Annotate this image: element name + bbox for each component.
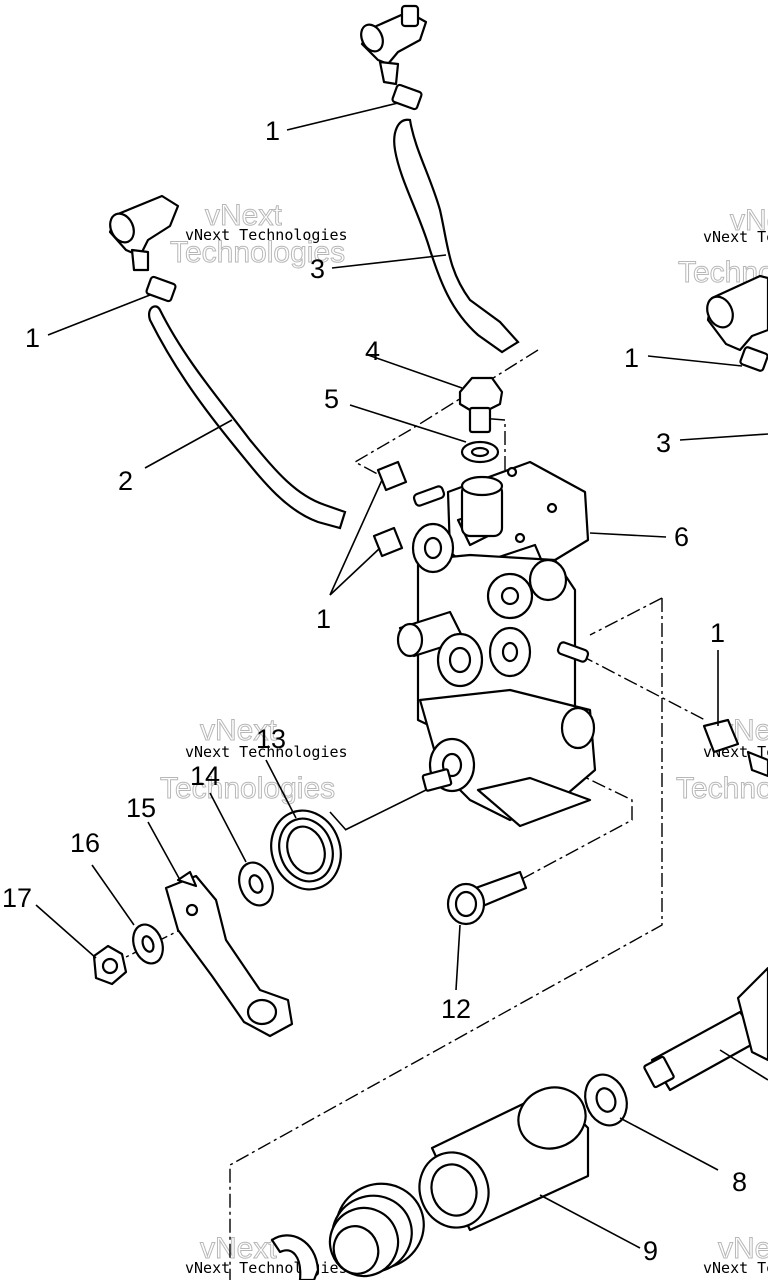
watermark-middle: vNext Technologies vNext Technologies: [160, 714, 348, 806]
callout-13: 13: [256, 724, 286, 754]
clamp-1-body-lower: [372, 526, 404, 558]
watermark-right-top: vNext Technologies vNext Technologies: [678, 204, 768, 290]
spring-bottom: [328, 1182, 425, 1278]
callout-15: 15: [126, 793, 156, 823]
watermark-brand-2: Technologies: [676, 772, 768, 805]
callout-4: 4: [365, 336, 380, 366]
watermark-brand-2: Technologies: [170, 236, 345, 269]
shaft-right: [643, 966, 768, 1092]
callout-8: 8: [732, 1167, 747, 1197]
bolt-4: [458, 376, 504, 434]
spark-cap-top: [360, 4, 428, 86]
callout-1-top: 1: [265, 116, 280, 146]
watermark-text: vNext Technologies: [185, 226, 348, 244]
watermark-brand: vNext: [718, 1232, 768, 1265]
lever-15: [164, 870, 294, 1038]
clamp-1-top: [391, 83, 423, 111]
watermark-text: vNext Technologies: [703, 228, 768, 246]
washer-14: [238, 861, 274, 907]
leader-lines: [35, 102, 768, 1249]
washer-16: [132, 923, 164, 965]
watermark-brand: vNext: [730, 204, 768, 237]
nut-17: [92, 944, 128, 986]
callout-6: 6: [674, 522, 689, 552]
washer-5: [460, 440, 500, 464]
callout-1-right-top: 1: [624, 343, 639, 373]
watermark-brand: vNext: [200, 1232, 277, 1265]
hose-3-upper: [393, 118, 520, 354]
sleeve-9: [418, 1086, 590, 1232]
callout-1-body: 1: [316, 604, 331, 634]
watermark-brand-2: Technologies: [160, 772, 335, 805]
callout-17: 17: [2, 883, 32, 913]
callout-labels: 1 3 1 2 4 5 6 1 1 3 1 13 14 15 16 17 12 …: [2, 116, 747, 1266]
callout-2: 2: [118, 466, 133, 496]
center-lines: [109, 349, 706, 1280]
watermark-text: vNext Technologies: [703, 1259, 768, 1277]
watermark-bottom: vNext vNext Technologies: [185, 1232, 348, 1278]
callout-5: 5: [324, 384, 339, 414]
washer-8: [584, 1073, 628, 1127]
clamp-1-left: [145, 275, 177, 303]
watermark-brand: vNext: [205, 199, 282, 232]
callout-9: 9: [643, 1236, 658, 1266]
watermark-brand: vNext: [200, 714, 277, 747]
o-ring-bottom: [270, 1234, 320, 1280]
watermark-text: vNext Technologies: [185, 1259, 348, 1277]
callout-14: 14: [190, 761, 220, 791]
clamp-1-body-upper: [376, 460, 408, 492]
watermark-right-bottom: vNext vNext Technologies: [703, 1232, 768, 1278]
watermark-text: vNext Technologies: [185, 743, 348, 761]
clamp-1-right: [702, 718, 768, 778]
callout-12: 12: [441, 994, 471, 1024]
callout-1-left: 1: [25, 323, 40, 353]
screw-12: [446, 870, 528, 926]
callout-1-right: 1: [710, 618, 725, 648]
spark-cap-right: [706, 274, 768, 372]
callout-3-right: 3: [656, 428, 671, 458]
callout-3-upper: 3: [310, 254, 325, 284]
watermark-top: vNext Technologies vNext Technologies: [170, 199, 348, 270]
spring-13: [270, 809, 347, 891]
spark-cap-left: [108, 194, 180, 272]
valve-body: [396, 460, 597, 828]
hose-2: [148, 305, 347, 530]
callout-16: 16: [70, 828, 100, 858]
